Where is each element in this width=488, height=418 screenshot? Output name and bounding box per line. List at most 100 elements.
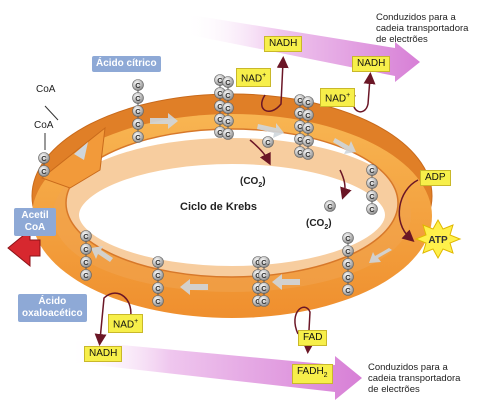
- nad-top-2: NAD+: [320, 88, 356, 108]
- carbon-label: C: [225, 117, 231, 126]
- carbon-label: C: [261, 258, 267, 267]
- carbon-label: C: [297, 135, 303, 144]
- carbon-label: C: [135, 107, 141, 116]
- carbon-atom: [80, 269, 92, 281]
- atp-burst: [414, 218, 462, 260]
- carbon-atom: [38, 165, 50, 177]
- carbon-label: C: [261, 297, 267, 306]
- bottom-note-line1: Conduzidos para a: [368, 362, 448, 373]
- co2-arrow-1: [249, 139, 271, 166]
- fad-label: FAD: [298, 330, 328, 346]
- carbon-label: C: [345, 286, 351, 295]
- carbon-label: C: [265, 138, 271, 147]
- carbon-label: C: [41, 154, 47, 163]
- nad-curve-3: [94, 292, 132, 346]
- adp-label: ADP: [420, 170, 451, 186]
- carbon-atom: [262, 136, 274, 148]
- carbon-label: C: [155, 271, 161, 280]
- nadh-bottom: NADH: [84, 346, 123, 362]
- carbon-label: C: [41, 167, 47, 176]
- coa-link: [44, 105, 59, 121]
- nad-bottom: NAD+: [108, 314, 144, 334]
- cycle-title: Ciclo de Krebs: [180, 201, 257, 213]
- carbon-label: C: [225, 78, 231, 87]
- carbon-atom: [302, 148, 314, 160]
- carbon-label: C: [345, 234, 351, 243]
- carbon-label: C: [297, 96, 303, 105]
- carbon-label: C: [217, 128, 223, 137]
- carbon-label: C: [217, 89, 223, 98]
- carbon-label: C: [83, 232, 89, 241]
- bottom-note-line2: cadeia transportadora: [368, 373, 461, 384]
- carbon-label: C: [225, 91, 231, 100]
- carbon-label: C: [225, 104, 231, 113]
- carbon-label: C: [369, 179, 375, 188]
- co2-label-2: (CO2): [306, 218, 332, 231]
- oxaloacetic-acid-label: Ácido oxaloacético: [18, 294, 87, 322]
- carbon-label: C: [135, 94, 141, 103]
- carbon-atoms: CCCCCCCCCCCCCCCCCCCCCCCCCCCCCCCCCCCCCCCC…: [38, 74, 378, 307]
- fad-curve: [294, 306, 315, 354]
- carbon-atom: [258, 295, 270, 307]
- nadh-top-1: NADH: [264, 36, 303, 52]
- carbon-label: C: [345, 273, 351, 282]
- top-note-line2: cadeia transportadora: [376, 23, 469, 34]
- top-destination-note: Conduzidos para a cadeia transportadora …: [376, 12, 468, 45]
- carbon-atom: [342, 284, 354, 296]
- citric-acid-label: Ácido cítrico: [92, 56, 161, 72]
- carbon-label: C: [369, 192, 375, 201]
- oxaloacetic-line1: Ácido: [38, 296, 67, 307]
- bottom-electron-arrow: [68, 340, 362, 400]
- carbon-label: C: [155, 297, 161, 306]
- carbon-label: C: [217, 76, 223, 85]
- acetyl-entry-wedge: [40, 126, 106, 189]
- carbon-label: C: [297, 109, 303, 118]
- top-note-line3: de electrões: [376, 34, 428, 45]
- carbon-label: C: [83, 258, 89, 267]
- ring-direction-arrows: [91, 113, 392, 295]
- atp-label: ATP: [428, 235, 448, 246]
- carbon-atom: [222, 128, 234, 140]
- carbon-label: C: [261, 271, 267, 280]
- carbon-label: C: [155, 284, 161, 293]
- carbon-label: C: [83, 245, 89, 254]
- acetyl-coa-label: Acetil CoA: [14, 208, 56, 236]
- carbon-label: C: [345, 260, 351, 269]
- carbon-label: C: [305, 98, 311, 107]
- carbon-label: C: [135, 133, 141, 142]
- carbon-label: C: [261, 284, 267, 293]
- carbon-label: C: [345, 247, 351, 256]
- co2-label-1: (CO2): [240, 176, 266, 189]
- carbon-label: C: [369, 166, 375, 175]
- top-note-line1: Conduzidos para a: [376, 12, 456, 23]
- carbon-label: C: [305, 150, 311, 159]
- cycle-ring-inner-wall: [53, 138, 411, 292]
- bottom-destination-note: Conduzidos para a cadeia transportadora …: [368, 362, 460, 395]
- carbon-label: C: [225, 130, 231, 139]
- acetyl-line1: Acetil: [21, 210, 49, 221]
- carbon-label: C: [155, 258, 161, 267]
- nad-top-1: NAD+: [236, 68, 272, 88]
- coa-mid-label: CoA: [34, 120, 54, 131]
- carbon-label: C: [83, 271, 89, 280]
- carbon-label: C: [305, 124, 311, 133]
- nad-curve-1: [260, 56, 289, 112]
- carbon-label: C: [305, 111, 311, 120]
- bottom-note-line3: de electrões: [368, 384, 420, 395]
- carbon-label: C: [369, 205, 375, 214]
- carbon-label: C: [217, 102, 223, 111]
- co2-arrow-2: [339, 169, 352, 200]
- oxaloacetic-line2: oxaloacético: [22, 308, 83, 319]
- carbon-label: C: [217, 115, 223, 124]
- carbon-atom: [132, 131, 144, 143]
- adp-atp-curve: [398, 179, 419, 242]
- carbon-atom: [152, 295, 164, 307]
- carbon-label: C: [305, 137, 311, 146]
- carbon-atom: [366, 203, 378, 215]
- carbon-label: C: [327, 202, 333, 211]
- carbon-label: C: [135, 120, 141, 129]
- carbon-label: C: [297, 122, 303, 131]
- carbon-label: C: [297, 148, 303, 157]
